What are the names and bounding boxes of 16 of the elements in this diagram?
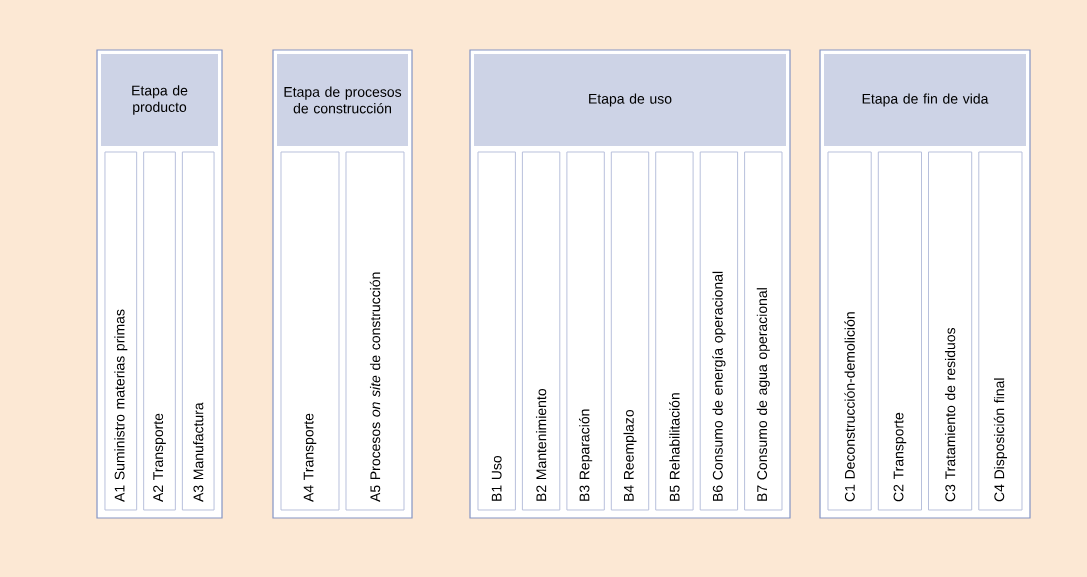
module-column: A4 Transporte (280, 151, 340, 511)
module-column: B1 Uso (477, 151, 516, 511)
module-column: B4 Reemplazo (610, 151, 650, 511)
module-column: A1 Suministro materias primas (104, 151, 138, 511)
module-column: B7 Consumo de agua operacional (744, 151, 783, 511)
module-column: B3 Reparación (566, 151, 605, 511)
module-column: B2 Mantenimiento (521, 151, 561, 511)
module-column: B6 Consumo de energía operacional (699, 151, 739, 511)
module-column: B5 Rehabilitación (655, 151, 694, 511)
module-column: A2 Transporte (143, 151, 176, 511)
module-column: C1 Deconstrucción-demolición (827, 151, 872, 511)
module-column: C4 Disposición final (978, 151, 1023, 511)
module-column: A5 Procesos on site de construcción (345, 151, 405, 511)
module-column: C3 Tratamiento de residuos (928, 151, 973, 511)
module-column: C2 Transporte (877, 151, 922, 511)
module-column: A3 Manufactura (181, 151, 215, 511)
